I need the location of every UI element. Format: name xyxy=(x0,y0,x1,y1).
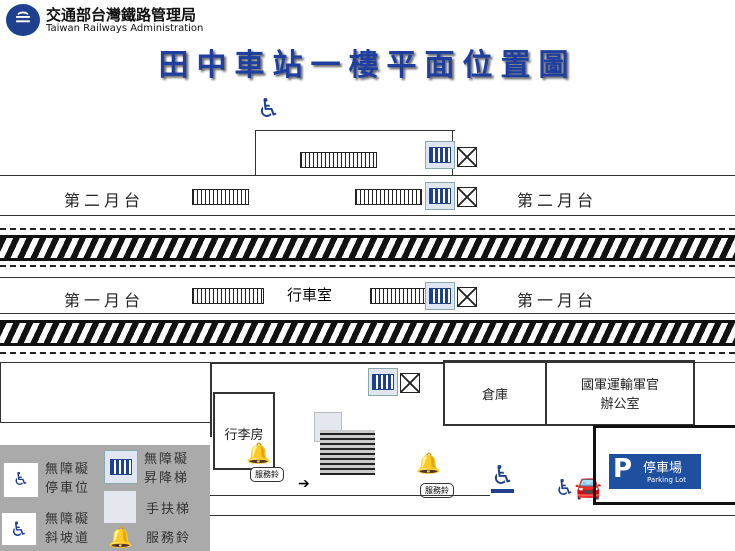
luggage-room: 行李房 xyxy=(213,392,275,470)
platform-2-label-right: 第二月台 xyxy=(517,191,598,210)
accessible-parking-icon: ♿ xyxy=(4,463,38,497)
parking-area xyxy=(593,425,735,505)
legend-accessible-ramp: 無障礙斜坡道 xyxy=(45,510,90,548)
entrance-arrow-icon: ➔ xyxy=(298,476,310,492)
parking-sign: P 停車場 Parking Lot xyxy=(609,454,701,489)
service-bell-icon: 🔔 xyxy=(108,525,133,549)
accessible-parking-icon: ♿🚘 xyxy=(555,476,603,501)
elevator-icon xyxy=(425,182,455,210)
elevator-icon xyxy=(425,282,455,310)
luggage-room-label: 行李房 xyxy=(224,428,264,443)
accessible-ramp-icon: ♿ xyxy=(491,461,515,493)
legend-text: 無障礙 xyxy=(45,512,91,527)
parking-letter: P xyxy=(613,454,633,484)
accessible-ramp-icon: ♿ xyxy=(257,94,281,124)
legend-text: 斜坡道 xyxy=(45,531,91,546)
railway-track xyxy=(0,235,735,261)
platform-2-label-left: 第二月台 xyxy=(64,191,145,210)
escalator-icon xyxy=(104,491,136,523)
legend-service-bell: 服務鈴 xyxy=(146,531,192,546)
escalator xyxy=(320,430,375,475)
tra-logo-icon: ≘ xyxy=(6,4,40,36)
service-bell-icon: 🔔 xyxy=(416,451,441,475)
org-name-en: Taiwan Railways Administration xyxy=(46,23,204,34)
elevator-icon xyxy=(425,141,455,169)
stairs xyxy=(192,288,264,304)
legend-text: 昇降梯 xyxy=(144,471,190,486)
legend: ♿ 無障礙停車位 ♿ 無障礙斜坡道 無障礙昇降梯 手扶梯 🔔 服務鈴 xyxy=(0,445,210,551)
stairs xyxy=(192,189,249,205)
legend-accessible-parking: 無障礙停車位 xyxy=(45,460,90,498)
service-bell-tag: 服務鈴 xyxy=(250,467,284,482)
dispatch-room-label: 行車室 xyxy=(287,286,333,304)
legend-escalator: 手扶梯 xyxy=(146,502,192,517)
page-title: 田中車站一樓平面位置圖 xyxy=(158,48,577,83)
elevator-icon xyxy=(104,450,138,484)
elevator-shaft xyxy=(457,187,477,207)
org-name-zh: 交通部台灣鐵路管理局 xyxy=(46,6,197,24)
elevator-shaft xyxy=(457,287,477,307)
platform-1-label-right: 第一月台 xyxy=(517,291,598,310)
stairs xyxy=(370,288,427,304)
platform-1-label-left: 第一月台 xyxy=(64,291,145,310)
service-bell-icon: 🔔 xyxy=(246,441,271,465)
military-office-label-1: 國軍運輸軍官 xyxy=(580,378,659,393)
railway-track xyxy=(0,320,735,346)
parking-label-en: Parking Lot xyxy=(647,476,686,484)
stairs xyxy=(300,152,377,168)
legend-text: 停車位 xyxy=(45,481,91,496)
stairs xyxy=(355,189,422,205)
elevator-shaft xyxy=(457,147,477,167)
accessible-ramp-icon: ♿ xyxy=(2,513,36,545)
legend-text: 無障礙 xyxy=(144,452,190,467)
parking-label-zh: 停車場 xyxy=(643,461,683,476)
storage-room: 倉庫 xyxy=(443,360,547,426)
station-hall xyxy=(210,362,445,437)
service-bell-tag: 服務鈴 xyxy=(420,483,454,498)
storage-room-label: 倉庫 xyxy=(481,387,508,403)
elevator-icon xyxy=(368,368,398,396)
elevator-shaft xyxy=(400,373,420,393)
military-office: 國軍運輸軍官辦公室 xyxy=(545,360,695,426)
legend-accessible-elevator: 無障礙昇降梯 xyxy=(144,450,189,488)
legend-text: 無障礙 xyxy=(45,462,91,477)
military-office-label-2: 辦公室 xyxy=(600,397,640,412)
